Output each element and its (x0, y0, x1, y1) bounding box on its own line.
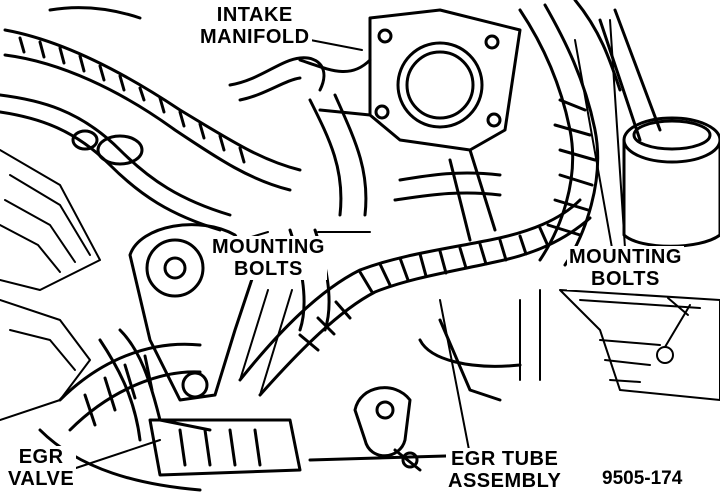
mounting-bolts-right-label-line-1: MOUNTING (569, 246, 682, 268)
intake-manifold-label-line-1: INTAKE (216, 4, 293, 26)
mounting-bolts-center-label-line-1: MOUNTING (212, 236, 325, 258)
mounting-bolts-center-label: MOUNTING BOLTS (210, 236, 327, 280)
egr-tube-assembly-label-line-2: ASSEMBLY (448, 470, 562, 492)
lower-hose (38, 342, 202, 492)
upper-wire-harness (0, 6, 302, 232)
egr-valve-label-line-2: VALVE (8, 468, 75, 490)
intake-manifold-flange (298, 8, 522, 152)
egr-valve-label: EGR VALVE (6, 446, 77, 490)
right-bracket (519, 289, 720, 401)
mounting-bolts-right-label-line-2: BOLTS (591, 268, 660, 290)
right-hoses (518, 0, 662, 267)
egr-tube-assembly-label: EGR TUBE ASSEMBLY (446, 448, 564, 492)
intake-manifold-label-line-2: MANIFOLD (200, 26, 310, 48)
intake-manifold-label: INTAKE MANIFOLD (198, 4, 312, 48)
egr-valve-body (98, 223, 302, 477)
valve-cover (0, 149, 101, 421)
vacuum-hoses (223, 35, 368, 332)
tube-bracket (308, 318, 522, 472)
egr-tube-assembly-label-line-1: EGR TUBE (450, 448, 559, 470)
figure-number: 9505-174 (602, 468, 683, 489)
mounting-bolts-right-label: MOUNTING BOLTS (567, 246, 684, 290)
egr-valve-label-line-1: EGR (18, 446, 64, 468)
mounting-bolts-center-label-line-2: BOLTS (234, 258, 303, 280)
egr-tube (238, 148, 592, 397)
leader-lines (69, 19, 689, 471)
